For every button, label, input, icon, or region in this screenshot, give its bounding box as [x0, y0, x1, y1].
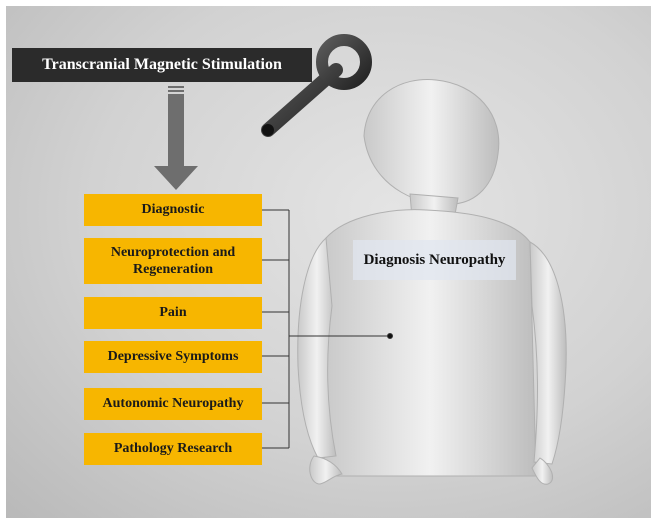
tms-title: Transcranial Magnetic Stimulation: [12, 48, 312, 82]
item-autonomic-neuropathy: Autonomic Neuropathy: [84, 388, 262, 420]
item-depressive-symptoms: Depressive Symptoms: [84, 341, 262, 373]
diagram-canvas: Transcranial Magnetic Stimulation Diagno…: [6, 6, 651, 518]
item-neuroprotection: Neuroprotection and Regeneration: [84, 238, 262, 284]
connector-lines: [262, 209, 393, 449]
item-pain: Pain: [84, 297, 262, 329]
tms-coil-icon: [261, 34, 372, 137]
human-figure-icon: [297, 79, 567, 485]
item-pathology-research: Pathology Research: [84, 433, 262, 465]
diagnosis-neuropathy-label: Diagnosis Neuropathy: [353, 240, 516, 280]
item-diagnostic: Diagnostic: [84, 194, 262, 226]
down-arrow-icon: [154, 86, 198, 190]
